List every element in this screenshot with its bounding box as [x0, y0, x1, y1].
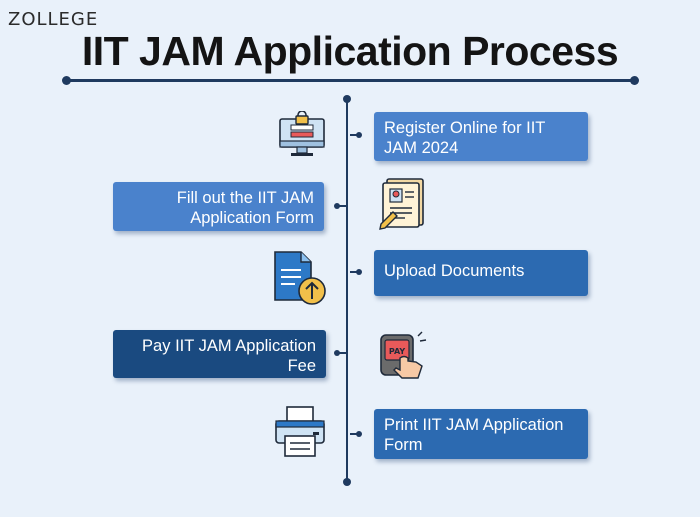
printer-icon — [275, 406, 325, 457]
step-upload-documents: Upload Documents — [374, 250, 588, 296]
page-title: IIT JAM Application Process — [81, 28, 619, 74]
underline-dot-right — [630, 76, 639, 85]
pay-button-icon: PAY — [380, 331, 427, 379]
underline-dot-left — [62, 76, 71, 85]
timeline-line — [346, 100, 348, 482]
title-underline — [66, 79, 634, 82]
step-print-application-form: Print IIT JAM Application Form — [374, 409, 588, 459]
svg-text:PAY: PAY — [389, 347, 406, 356]
document-upload-icon — [274, 251, 326, 305]
application-form-icon — [379, 178, 424, 230]
connector-step-1 — [350, 131, 362, 139]
connector-step-4 — [334, 349, 346, 357]
timeline-dot-top — [343, 95, 351, 103]
connector-step-3 — [350, 268, 362, 276]
brand-logo: ZOLLEGE — [8, 9, 99, 30]
timeline-dot-bottom — [343, 478, 351, 486]
step-pay-application-fee: Pay IIT JAM Application Fee — [113, 330, 326, 378]
connector-step-5 — [350, 430, 362, 438]
computer-lock-icon — [279, 111, 325, 156]
step-register-online: Register Online for IIT JAM 2024 — [374, 112, 588, 161]
connector-step-2 — [334, 202, 346, 210]
step-fill-application-form: Fill out the IIT JAM Application Form — [113, 182, 324, 231]
